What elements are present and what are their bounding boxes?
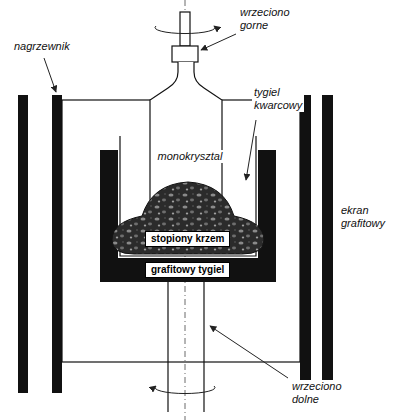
leader-line	[201, 34, 236, 50]
single-crystal	[150, 62, 222, 200]
heater-left	[52, 95, 62, 393]
spindle-label: wrzeciono dolne	[290, 380, 344, 406]
label-box: stopiony krzem	[145, 231, 230, 247]
graphite-shield-right	[322, 95, 333, 393]
rotation-arrow	[155, 26, 215, 34]
leader-line	[246, 120, 256, 180]
leader-line	[210, 326, 288, 378]
graphite-shield-left	[18, 95, 28, 393]
rotation-arrow	[155, 386, 215, 394]
spindle-label: wrzeciono gorne	[238, 6, 292, 32]
seed-holder	[172, 46, 198, 62]
heater-label: nagrzewnik	[12, 40, 72, 53]
box-text: grafitowy tygiel	[151, 264, 224, 276]
label-box: grafitowy tygiel	[145, 262, 230, 278]
heater-right	[300, 95, 311, 393]
crystal-label: monokrysztal	[156, 150, 225, 163]
box-text: stopiony krzem	[151, 233, 224, 245]
molten-silicon	[112, 182, 264, 254]
crucible-label: tygiel kwarcowy	[252, 86, 304, 112]
shield-label: ekran grafitowy	[339, 204, 387, 230]
upper-spindle	[180, 12, 190, 46]
leader-line	[44, 58, 56, 92]
